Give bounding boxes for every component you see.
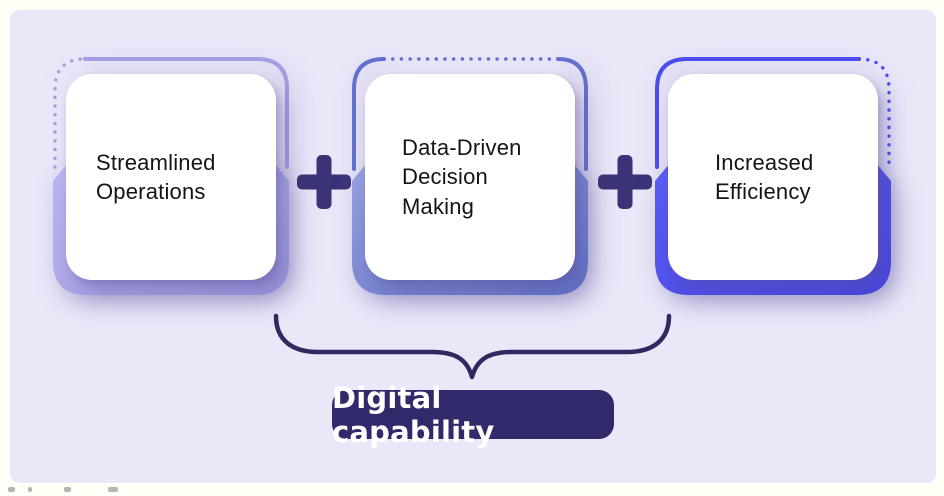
plus-icon bbox=[297, 155, 351, 209]
curly-brace bbox=[273, 313, 672, 380]
card-face: Streamlined Operations bbox=[66, 74, 276, 280]
card-data-driven-decision-making: Data-Driven Decision Making bbox=[352, 57, 588, 295]
clipped-text-artifact bbox=[8, 487, 15, 492]
card-face: Increased Efficiency bbox=[668, 74, 878, 280]
dotted-border-segment bbox=[53, 57, 87, 169]
digital-capability-badge: Digital capability bbox=[332, 381, 614, 449]
solid-border-segment bbox=[556, 57, 588, 171]
clipped-text-artifact bbox=[108, 487, 118, 492]
clipped-text-artifact bbox=[28, 487, 32, 492]
card-face: Data-Driven Decision Making bbox=[365, 74, 575, 280]
card-title: Data-Driven Decision Making bbox=[402, 135, 522, 219]
solid-border-segment bbox=[83, 57, 289, 169]
badge-label: Digital capability bbox=[332, 380, 495, 449]
clipped-text-artifact bbox=[64, 487, 71, 492]
solid-border-segment bbox=[655, 57, 861, 169]
solid-border-segment bbox=[352, 57, 386, 171]
plus-icon bbox=[598, 155, 652, 209]
card-streamlined-operations: Streamlined Operations bbox=[53, 57, 289, 295]
card-title: Streamlined Operations bbox=[96, 149, 216, 204]
card-title: Increased Efficiency bbox=[715, 149, 814, 204]
dotted-border-segment bbox=[857, 57, 891, 169]
card-increased-efficiency: Increased Efficiency bbox=[655, 57, 891, 295]
clipped-footer-text bbox=[0, 487, 200, 496]
